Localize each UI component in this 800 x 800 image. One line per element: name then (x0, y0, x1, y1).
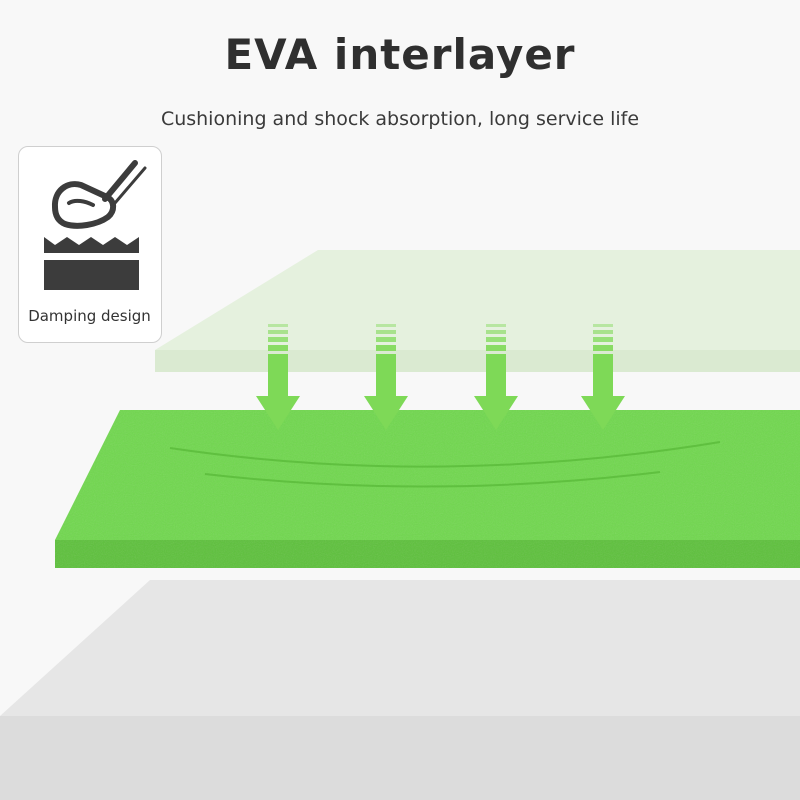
deformation-curve (204, 471, 661, 488)
down-arrow-icon (256, 324, 300, 430)
pressure-arrows (256, 324, 625, 430)
eva-layer (55, 410, 800, 568)
down-arrow-icon (581, 324, 625, 430)
damping-design-badge: Damping design (18, 146, 162, 343)
base-layer (0, 580, 800, 800)
down-arrow-icon (364, 324, 408, 430)
down-arrow-icon (474, 324, 518, 430)
top-layer (155, 250, 800, 372)
badge-label: Damping design (28, 307, 151, 325)
page-title: EVA interlayer (224, 30, 576, 79)
page-subtitle: Cushioning and shock absorption, long se… (160, 108, 640, 130)
golf-club-impact-icon (44, 160, 147, 290)
deformation-curve (169, 441, 721, 468)
